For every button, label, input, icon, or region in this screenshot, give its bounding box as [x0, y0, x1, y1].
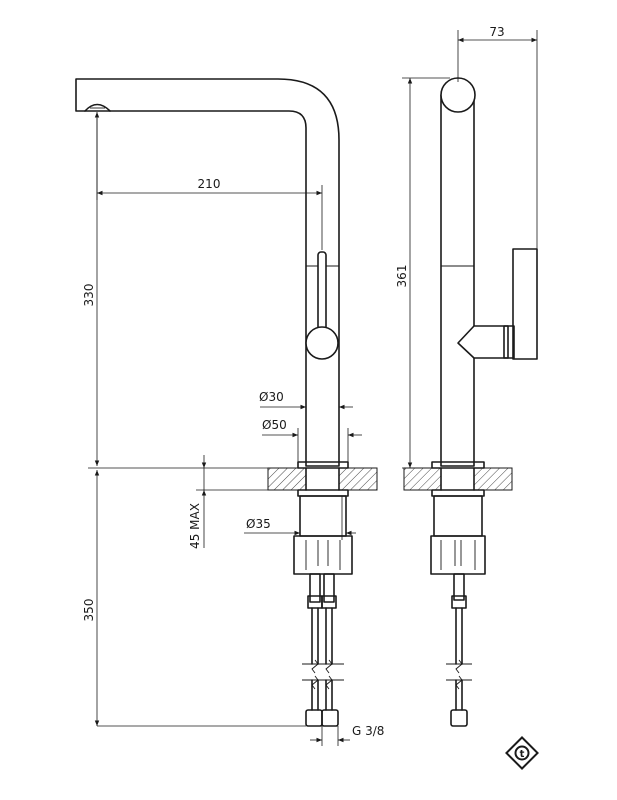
dim-spout-height: 330 — [82, 284, 96, 307]
side-lever-handle — [512, 248, 538, 360]
brand-t-logo-icon: t — [505, 736, 539, 770]
dimension-lines: 210 330 350 45 MAX Ø30 Ø50 Ø35 — [82, 25, 538, 746]
fixing-nut — [299, 495, 347, 537]
dim-max-deck: 45 MAX — [188, 503, 202, 549]
side-body — [440, 94, 475, 467]
logo-letter: t — [520, 749, 525, 760]
hose-nut-left — [305, 709, 323, 727]
lever-cartridge — [305, 326, 339, 360]
dim-body-depth: 73 — [489, 25, 504, 39]
deck-right — [338, 467, 378, 491]
side-deck-right — [473, 467, 513, 491]
fixing-washer — [297, 489, 349, 497]
dim-thread: G 3/8 — [352, 724, 384, 738]
dim-spout-reach: 210 — [198, 177, 221, 191]
dim-shank-diameter: Ø35 — [246, 517, 271, 531]
side-spout-end — [440, 77, 476, 113]
supply-hoses — [302, 573, 344, 727]
front-view — [75, 78, 378, 727]
dim-body-diameter: Ø30 — [259, 390, 284, 404]
side-deck-left — [403, 467, 442, 491]
hose-nut-right — [321, 709, 339, 727]
deck-left — [267, 467, 307, 491]
side-lever-cartridge — [457, 325, 509, 359]
base-ring — [297, 461, 349, 469]
spout-outline — [75, 78, 340, 467]
fixing-bracket — [293, 535, 353, 575]
lever-handle — [317, 251, 327, 337]
dim-base-diameter: Ø50 — [262, 418, 287, 432]
dim-total-height: 361 — [395, 265, 409, 288]
dim-hose-length: 350 — [82, 599, 96, 622]
aerator — [84, 103, 111, 112]
side-view — [403, 77, 538, 727]
